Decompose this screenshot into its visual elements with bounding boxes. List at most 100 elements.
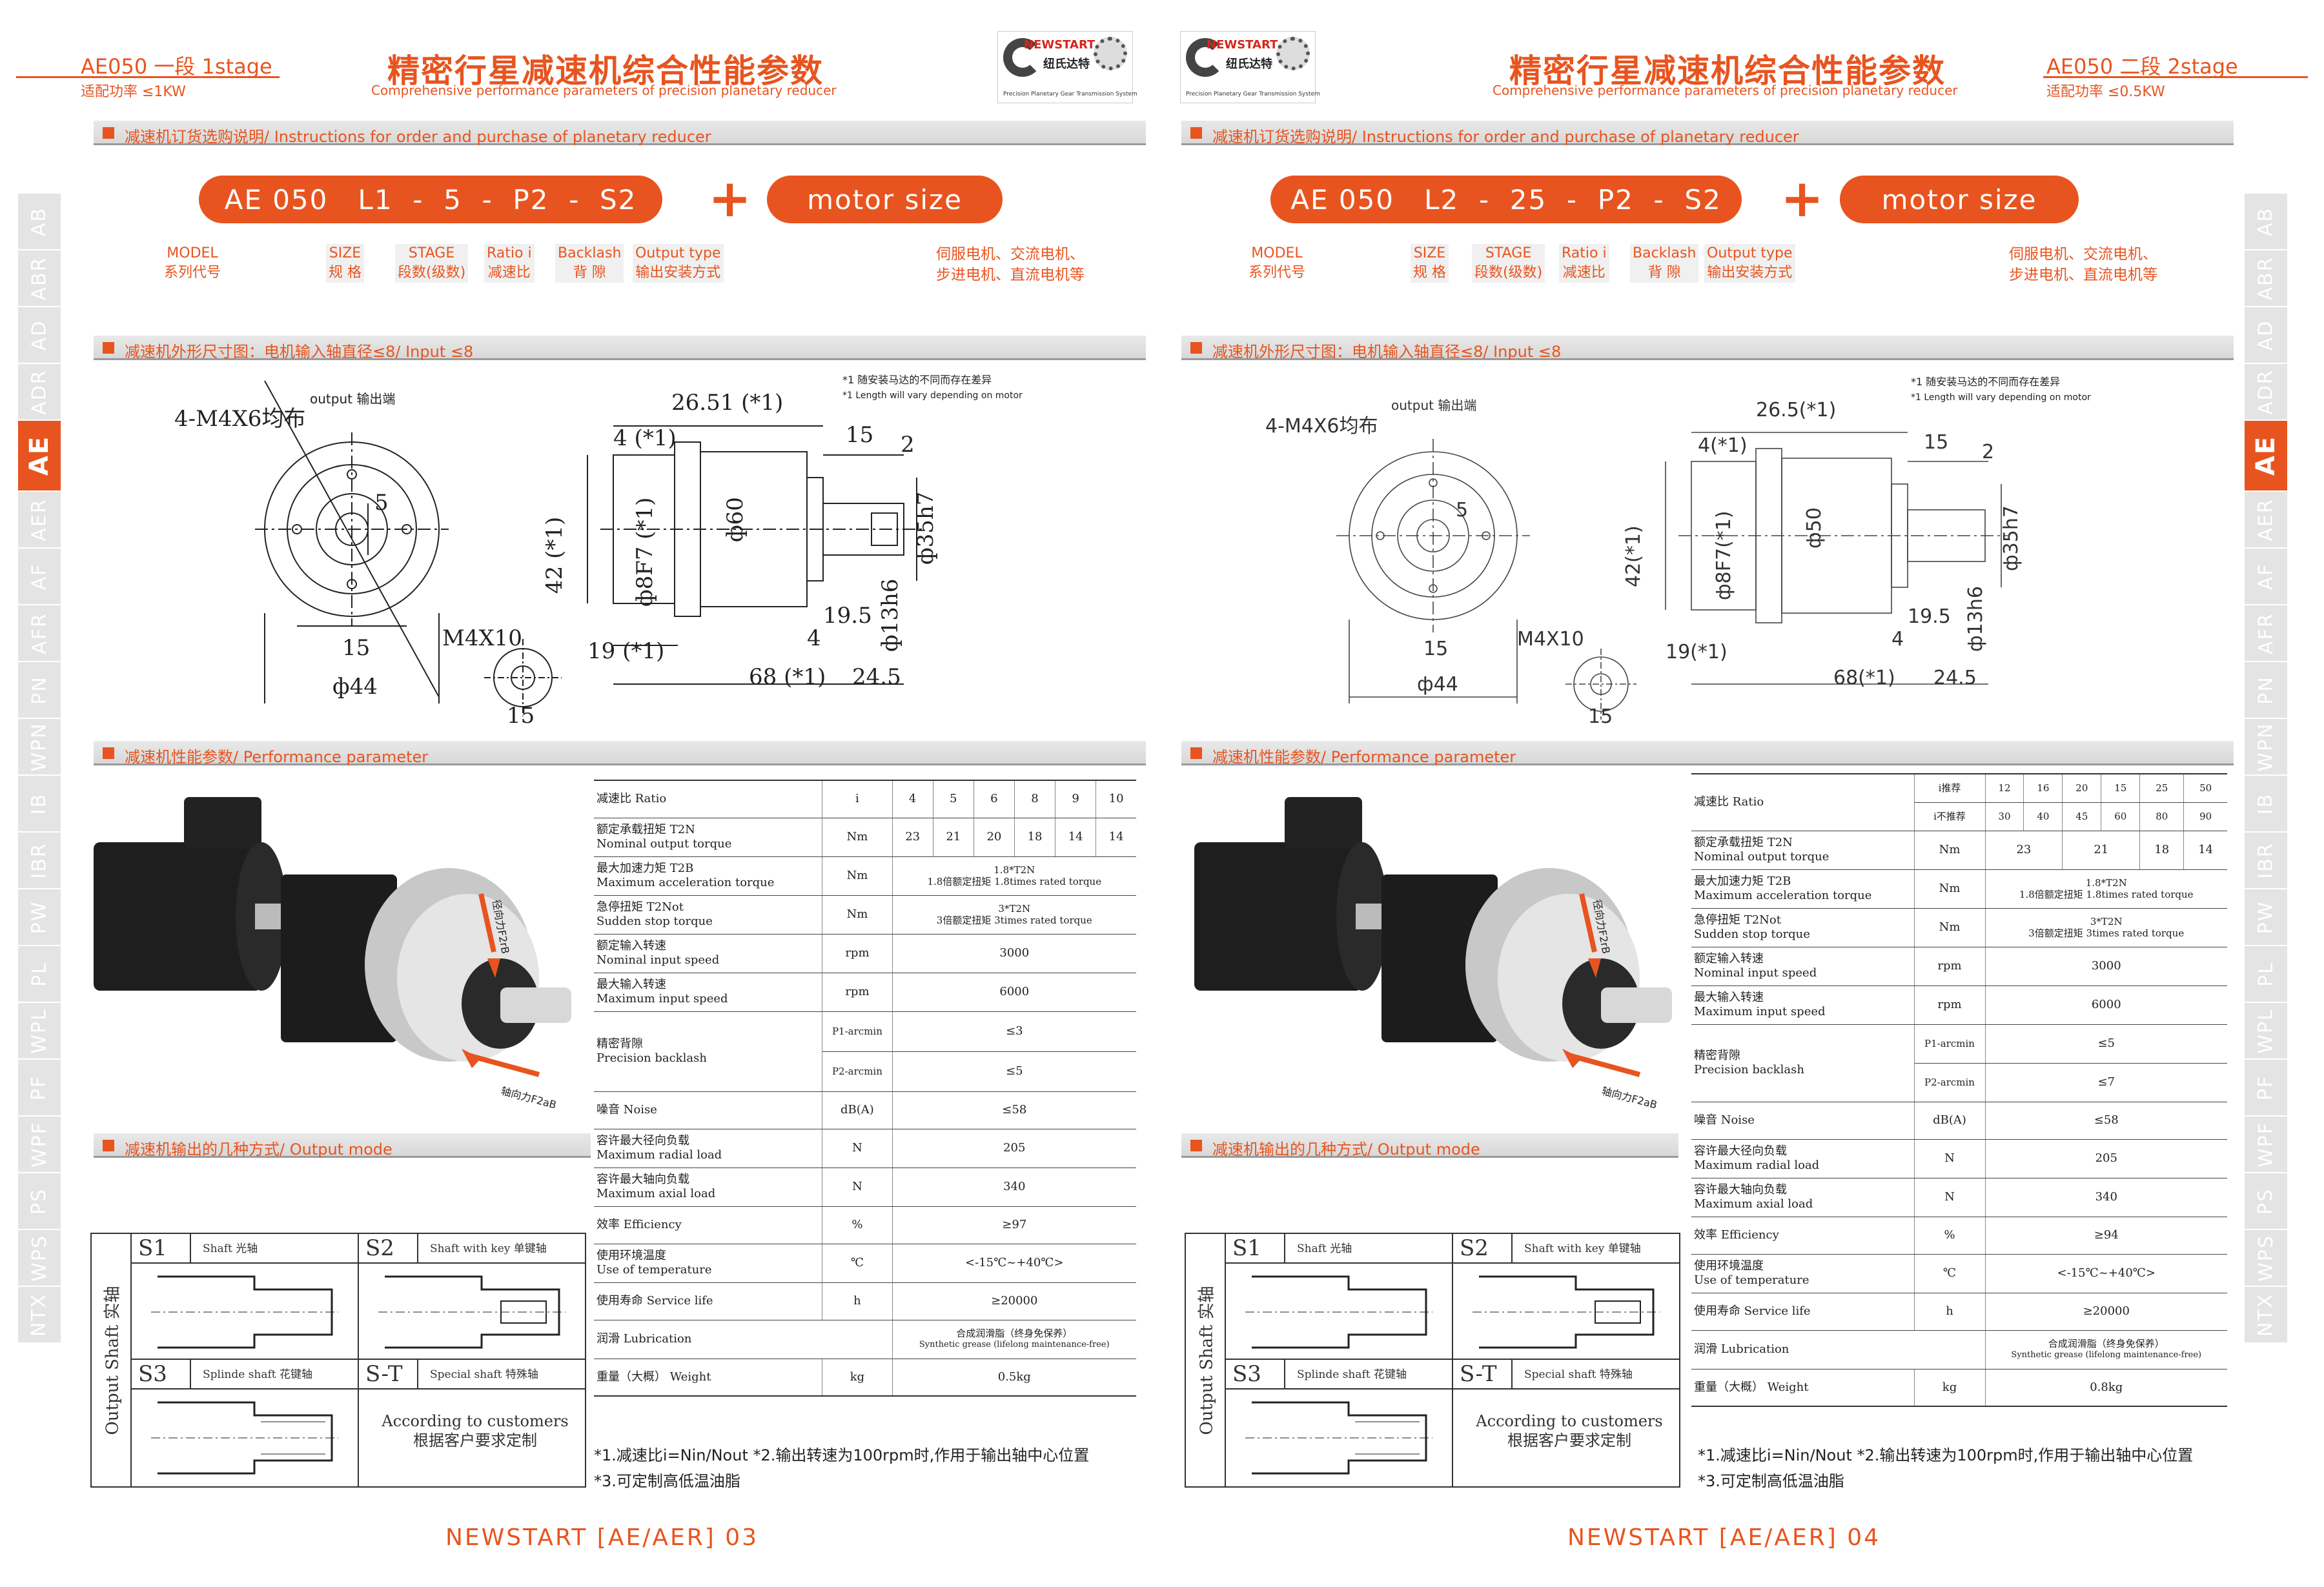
side-tab-wpn[interactable]: WPN xyxy=(18,719,61,776)
side-tab-wps[interactable]: WPS xyxy=(18,1230,61,1287)
side-tab-pf[interactable]: PF xyxy=(2245,1060,2287,1117)
side-tab-ibr[interactable]: IBR xyxy=(2245,833,2287,889)
dim-2: 2 xyxy=(1982,441,1994,463)
footnote-2: *3.可定制高低温油脂 xyxy=(594,1472,740,1490)
plus-icon: + xyxy=(708,168,752,228)
side-tab-wpf[interactable]: WPF xyxy=(18,1117,61,1173)
side-tab-adr[interactable]: ADR xyxy=(18,364,61,421)
side-tab-af[interactable]: AF xyxy=(18,549,61,605)
section-performance: 减速机性能参数/ Performance parameter xyxy=(1181,741,2234,766)
logo-tagline: Precision Planetary Gear Transmission Sy… xyxy=(1003,91,1137,97)
side-tab-pw[interactable]: PW xyxy=(2245,889,2287,946)
section-output-mode: 减速机输出的几种方式/ Output mode xyxy=(94,1133,591,1158)
logo-cn: 纽氏达特 xyxy=(1043,57,1090,71)
side-tab-pw[interactable]: PW xyxy=(18,889,61,946)
power-rating: 适配功率 ≤1KW xyxy=(81,84,186,100)
side-tab-adr[interactable]: ADR xyxy=(2245,364,2287,421)
page-title: 精密行星减速机综合性能参数 xyxy=(387,52,824,90)
label-output: Output type 输出安装方式 xyxy=(633,244,724,283)
output-label: output 输出端 xyxy=(1391,398,1476,413)
side-tab-pl[interactable]: PL xyxy=(18,946,61,1003)
note-length-en: *1 Length will vary depending on motor xyxy=(842,390,1023,401)
dim-m4x10: M4X10 xyxy=(442,625,522,651)
side-tab-ad[interactable]: AD xyxy=(2245,307,2287,364)
logo-brand: NEWSTART xyxy=(1207,38,1278,52)
footnote-2: *3.可定制高低温油脂 xyxy=(1698,1472,1844,1490)
side-tab-ib[interactable]: IB xyxy=(2245,776,2287,833)
side-tab-ntx[interactable]: NTX xyxy=(2245,1287,2287,1344)
axial-force-label: 轴向力F2aB xyxy=(500,1085,558,1111)
dim-68: 68(*1) xyxy=(1833,667,1895,689)
dim-44: ф44 xyxy=(1417,673,1458,696)
side-tab-ps[interactable]: PS xyxy=(2245,1173,2287,1230)
dim-245: 24.5 xyxy=(852,664,901,690)
dim-15: 15 xyxy=(846,422,873,448)
dim-26: 26.5(*1) xyxy=(1756,399,1836,421)
page-subtitle: Comprehensive performance parameters of … xyxy=(1493,83,1958,98)
dim-15c: 15 xyxy=(507,703,535,729)
label-stage: STAGE 段数(级数) xyxy=(395,244,469,283)
side-tab-ntx[interactable]: NTX xyxy=(18,1287,61,1344)
side-tab-wpf[interactable]: WPF xyxy=(2245,1117,2287,1173)
model-code: AE 050 L1 - 5 - P2 - S2 xyxy=(199,176,662,223)
page-footer: NEWSTART [AE/AER] 04 xyxy=(1567,1524,1881,1551)
side-tab-pn[interactable]: PN xyxy=(18,662,61,719)
side-tab-ibr[interactable]: IBR xyxy=(18,833,61,889)
side-tab-ab[interactable]: AB xyxy=(18,194,61,250)
section-marker-icon xyxy=(1190,342,1202,354)
side-tab-ad[interactable]: AD xyxy=(18,307,61,364)
section-marker-icon xyxy=(103,127,114,139)
gear-icon xyxy=(1276,37,1310,70)
side-tab-abr[interactable]: ABR xyxy=(18,250,61,307)
section-title: 减速机输出的几种方式/ Output mode xyxy=(1212,1140,1480,1158)
side-tab-wpl[interactable]: WPL xyxy=(18,1003,61,1060)
side-tab-ab[interactable]: AB xyxy=(2245,194,2287,250)
power-rating: 适配功率 ≤0.5KW xyxy=(2046,84,2165,100)
label-backlash: Backlash 背 隙 xyxy=(555,244,624,283)
motor-note: 伺服电机、交流电机、 步进电机、直流电机等 xyxy=(936,246,1085,283)
side-tab-aer[interactable]: AER xyxy=(2245,492,2287,549)
section-dimensions: 减速机外形尺寸图：电机输入轴直径≤8/ Input ≤8 xyxy=(1181,336,2234,361)
section-title: 减速机订货选购说明/ Instructions for order and pu… xyxy=(125,128,711,146)
side-tab-afr[interactable]: AFR xyxy=(18,605,61,662)
side-tab-ib[interactable]: IB xyxy=(18,776,61,833)
side-tab-pf[interactable]: PF xyxy=(18,1060,61,1117)
brand-logo: NEWSTART 纽氏达特 Precision Planetary Gear T… xyxy=(997,31,1137,103)
dim-42: 42(*1) xyxy=(1622,525,1645,587)
dim-60: ф60 xyxy=(722,497,748,542)
side-tab-ps[interactable]: PS xyxy=(18,1173,61,1230)
dim-8f7: ф8F7 (*1) xyxy=(632,498,658,607)
logo-brand: NEWSTART xyxy=(1024,38,1096,52)
dim-42: 42 (*1) xyxy=(542,517,567,594)
output-side-label: Output Shaft 实轴 xyxy=(1186,1234,1226,1486)
dim-44: ф44 xyxy=(332,674,378,700)
custom-text: According to customers 根据客户要求定制 xyxy=(382,1412,569,1450)
section-dimensions: 减速机外形尺寸图：电机输入轴直径≤8/ Input ≤8 xyxy=(94,336,1146,361)
side-tab-af[interactable]: AF xyxy=(2245,549,2287,605)
side-tab-pl[interactable]: PL xyxy=(2245,946,2287,1003)
footnote-1: *1.减速比i=Nin/Nout *2.输出转速为100rpm时,作用于输出轴中… xyxy=(1698,1446,2194,1464)
section-output-mode: 减速机输出的几种方式/ Output mode xyxy=(1181,1133,1678,1158)
side-tab-abr[interactable]: ABR xyxy=(2245,250,2287,307)
label-ratio: Ratio i 减速比 xyxy=(484,244,535,283)
side-tab-ae[interactable]: AE xyxy=(2245,421,2287,492)
brand-logo: NEWSTART 纽氏达特 Precision Planetary Gear T… xyxy=(1180,31,1320,103)
side-tab-wpn[interactable]: WPN xyxy=(2245,719,2287,776)
side-tab-ae[interactable]: AE xyxy=(18,421,61,492)
dim-5: 5 xyxy=(1456,499,1468,521)
section-order: 减速机订货选购说明/ Instructions for order and pu… xyxy=(1181,121,2234,146)
side-tab-afr[interactable]: AFR xyxy=(2245,605,2287,662)
section-marker-icon xyxy=(103,342,114,354)
product-photo: 径向力F2rB 轴向力F2aB xyxy=(94,797,571,1111)
side-tab-aer[interactable]: AER xyxy=(18,492,61,549)
motor-note: 伺服电机、交流电机、 步进电机、直流电机等 xyxy=(2009,246,2157,283)
side-tab-wps[interactable]: WPS xyxy=(2245,1230,2287,1287)
side-tab-wpl[interactable]: WPL xyxy=(2245,1003,2287,1060)
section-title: 减速机外形尺寸图：电机输入轴直径≤8/ Input ≤8 xyxy=(125,343,474,361)
side-tab-pn[interactable]: PN xyxy=(2245,662,2287,719)
